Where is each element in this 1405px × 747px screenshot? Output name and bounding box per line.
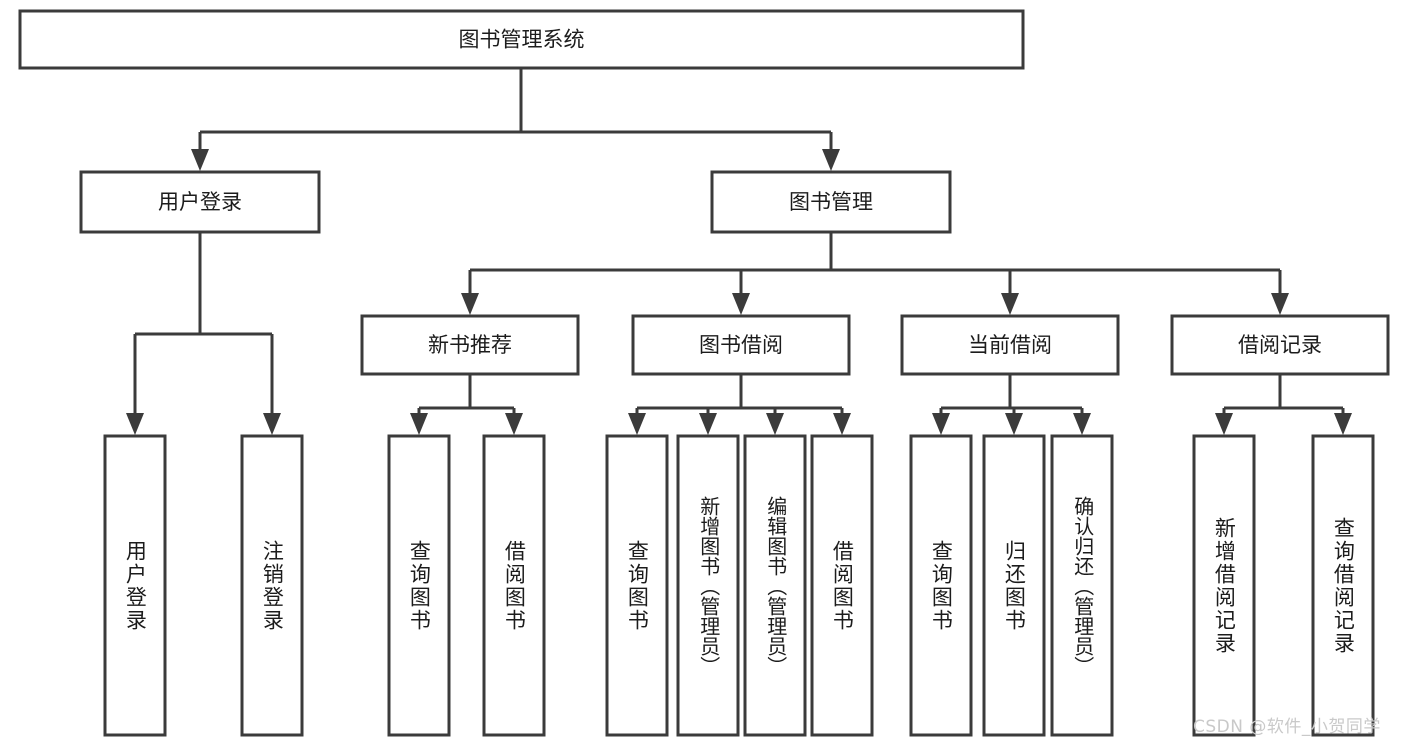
node-box-leaf-3[interactable]	[482, 434, 546, 737]
node-level3-3-label: 借阅记录	[1238, 333, 1322, 357]
node-box-leaf-1[interactable]	[240, 434, 304, 737]
node-box-leaf-9[interactable]	[982, 434, 1046, 737]
node-box-leaf-11[interactable]	[1192, 434, 1256, 737]
arrow-head-icon	[410, 413, 428, 435]
connectors-layer	[126, 68, 1352, 435]
arrow-head-icon	[461, 293, 479, 315]
node-box-root[interactable]	[18, 9, 1025, 70]
arrow-head-icon	[263, 413, 281, 435]
node-box-leaf-6[interactable]	[743, 434, 807, 737]
arrow-head-icon	[1271, 293, 1289, 315]
arrow-head-icon	[628, 413, 646, 435]
arrow-head-icon	[1073, 413, 1091, 435]
arrow-head-icon	[191, 149, 209, 171]
node-box-level3-2[interactable]	[900, 314, 1120, 376]
arrow-head-icon	[1215, 413, 1233, 435]
arrow-head-icon	[932, 413, 950, 435]
arrow-head-icon	[766, 413, 784, 435]
node-box-level3-3[interactable]	[1170, 314, 1390, 376]
arrow-head-icon	[732, 293, 750, 315]
arrow-head-icon	[822, 149, 840, 171]
csdn-watermark: CSDN @软件_小贺同学	[1193, 717, 1381, 737]
arrow-head-icon	[126, 413, 144, 435]
arrow-head-icon	[699, 413, 717, 435]
node-level3-2-label: 当前借阅	[968, 333, 1052, 357]
node-box-leaf-8[interactable]	[909, 434, 973, 737]
node-level2-0-label: 用户登录	[158, 190, 242, 214]
arrow-head-icon	[1001, 293, 1019, 315]
boxes-layer	[18, 9, 1390, 737]
node-box-leaf-7[interactable]	[810, 434, 874, 737]
node-box-leaf-12[interactable]	[1311, 434, 1375, 737]
node-level3-1-label: 图书借阅	[699, 333, 783, 357]
node-box-level3-1[interactable]	[631, 314, 851, 376]
node-box-level2-1[interactable]	[710, 170, 952, 234]
arrow-head-icon	[833, 413, 851, 435]
node-level3-0-label: 新书推荐	[428, 333, 512, 357]
arrow-head-icon	[505, 413, 523, 435]
arrow-head-icon	[1005, 413, 1023, 435]
node-box-leaf-5[interactable]	[676, 434, 740, 737]
node-box-leaf-0[interactable]	[103, 434, 167, 737]
node-box-level3-0[interactable]	[360, 314, 580, 376]
node-box-level2-0[interactable]	[79, 170, 321, 234]
node-root-label: 图书管理系统	[459, 28, 585, 52]
node-level2-1-label: 图书管理	[789, 190, 873, 214]
arrow-head-icon	[1334, 413, 1352, 435]
node-box-leaf-10[interactable]	[1050, 434, 1114, 737]
node-box-leaf-2[interactable]	[387, 434, 451, 737]
node-box-leaf-4[interactable]	[605, 434, 669, 737]
